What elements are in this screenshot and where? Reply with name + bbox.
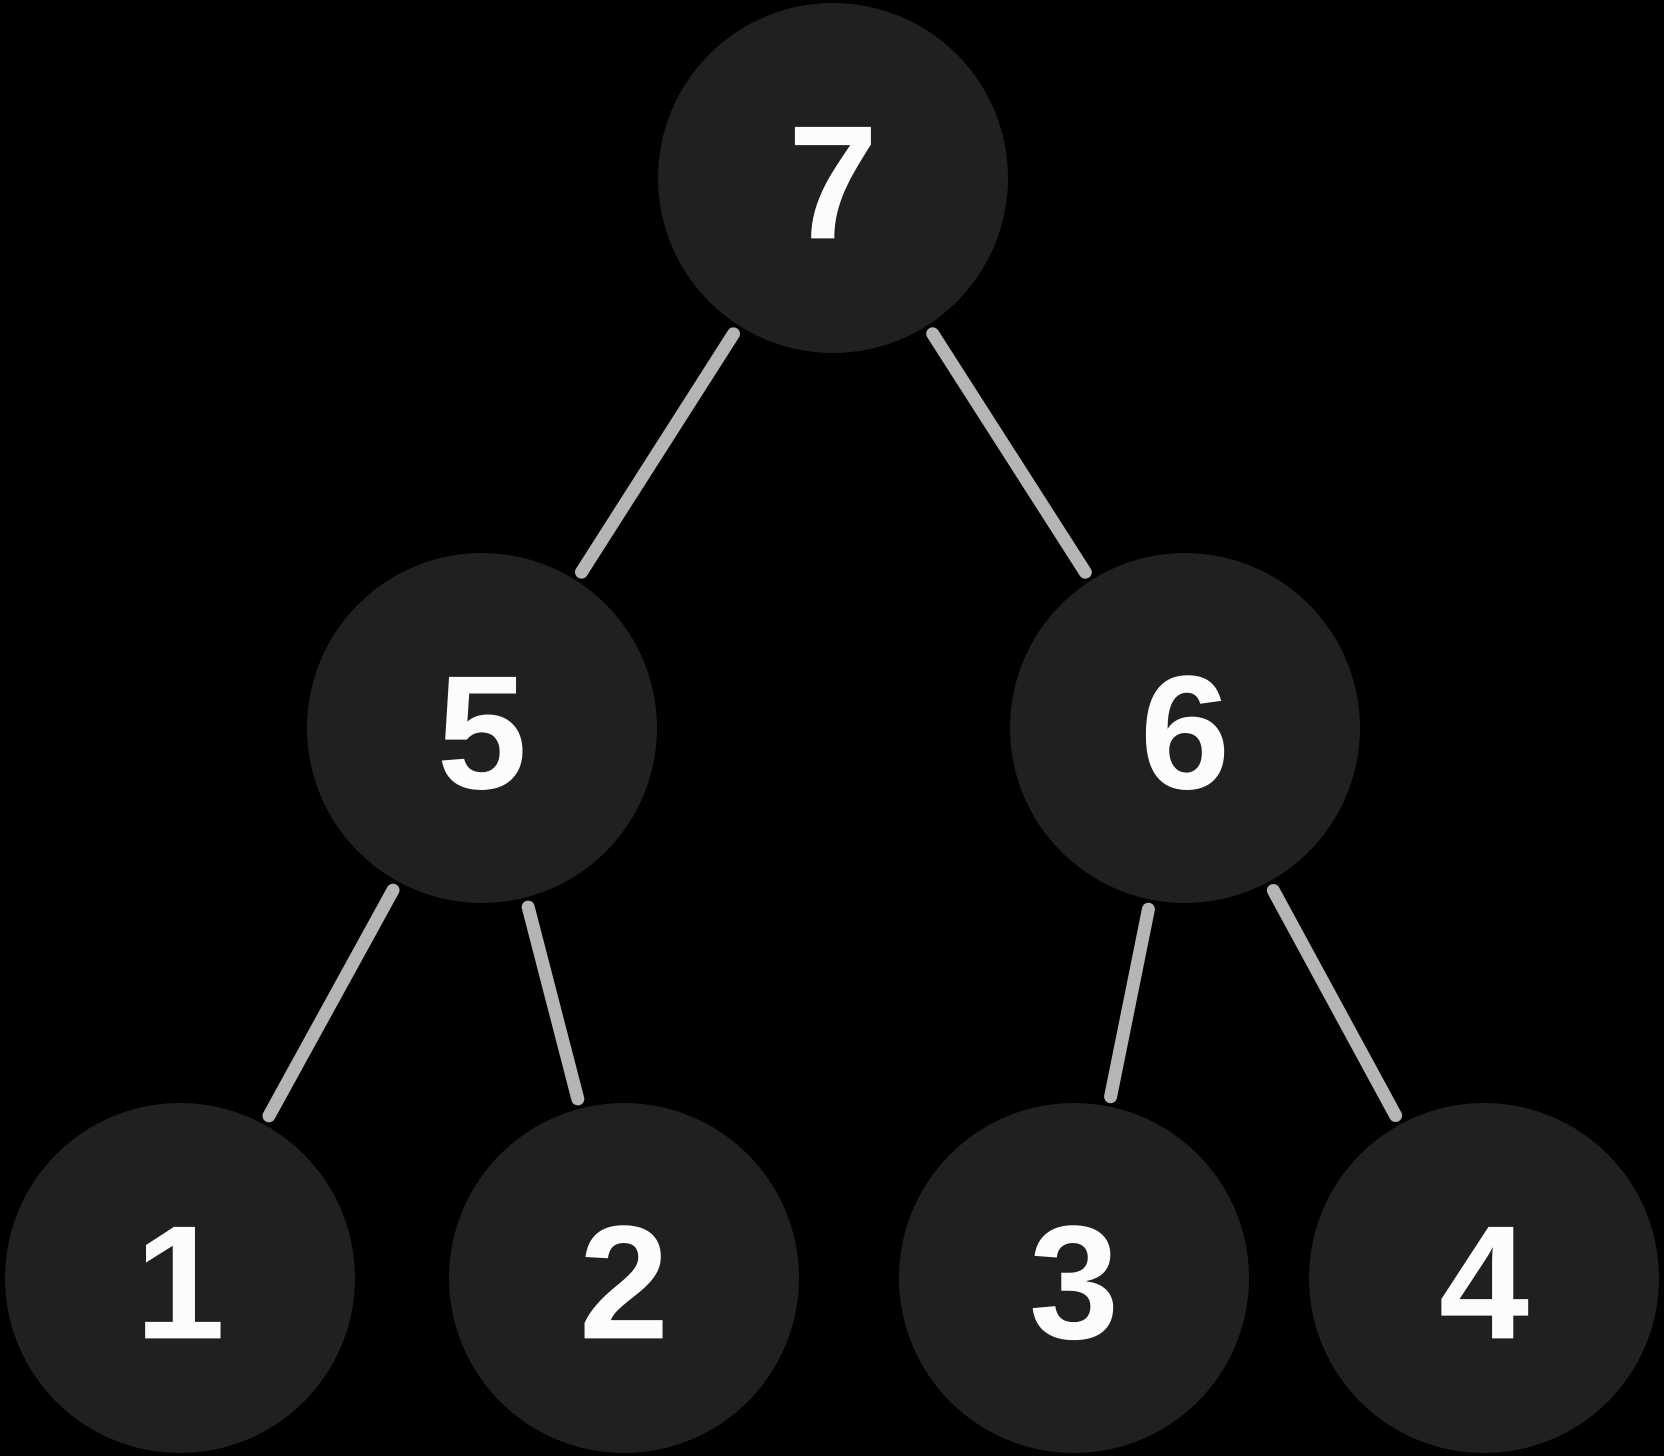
node-circle-3 xyxy=(899,1103,1249,1453)
tree-node-3: 3 xyxy=(899,1103,1249,1453)
node-label-5: 5 xyxy=(437,642,527,823)
node-label-2: 2 xyxy=(579,1192,669,1373)
tree-node-1: 1 xyxy=(5,1103,355,1453)
node-circle-6 xyxy=(1010,553,1360,903)
tree-edge-5-2 xyxy=(521,900,585,1106)
node-label-3: 3 xyxy=(1029,1192,1119,1373)
node-circle-4 xyxy=(1309,1103,1659,1453)
tree-edge-7-6 xyxy=(926,327,1092,579)
tree-node-7: 7 xyxy=(658,3,1008,353)
node-circle-5 xyxy=(307,553,657,903)
tree-edge-7-5 xyxy=(575,327,740,579)
tree-node-5: 5 xyxy=(307,553,657,903)
node-circle-1 xyxy=(5,1103,355,1453)
node-label-1: 1 xyxy=(135,1192,225,1373)
tree-node-4: 4 xyxy=(1309,1103,1659,1453)
tree-node-6: 6 xyxy=(1010,553,1360,903)
node-label-6: 6 xyxy=(1140,642,1230,823)
tree-node-2: 2 xyxy=(449,1103,799,1453)
node-label-7: 7 xyxy=(788,92,878,273)
tree-edge-6-4 xyxy=(1266,884,1403,1122)
node-circle-7 xyxy=(658,3,1008,353)
node-circle-2 xyxy=(449,1103,799,1453)
tree-edge-5-1 xyxy=(262,883,400,1123)
node-label-4: 4 xyxy=(1439,1192,1529,1373)
tree-edge-6-3 xyxy=(1104,902,1155,1104)
